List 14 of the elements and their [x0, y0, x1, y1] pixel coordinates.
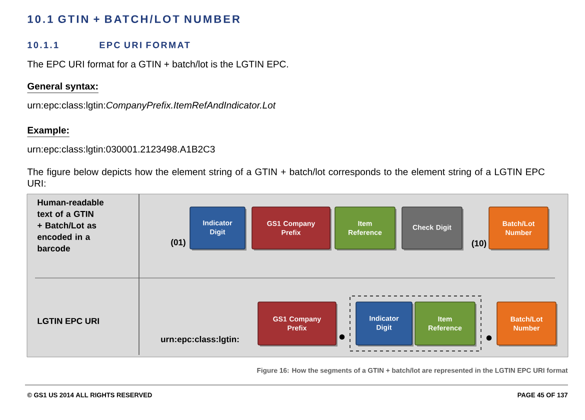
section-heading: 10.1 GTIN + BATCH/LOT NUMBER [28, 14, 240, 24]
example-text: urn:epc:class:lgtin:030001.2123498.A1B2C3 [28, 146, 215, 154]
body-text: The figure below depicts how the element string of a GTIN + batch/lot corresponds to the element string of a LGTIN EPC URI: [27, 168, 545, 187]
dashed-group-box [350, 296, 482, 352]
uri-prefix: urn:epc:class:lgtin: [161, 336, 239, 344]
subsection-number: 10.1.1 [28, 42, 58, 48]
subheading: General syntax: [27, 82, 99, 94]
subsection-heading: EPC URI FORMAT [100, 42, 190, 48]
syntax-text: urn:epc:class:lgtin:CompanyPrefix.ItemRefAndIndicator.Lot [28, 102, 276, 110]
row-header: LGTIN EPC URI [38, 318, 99, 324]
body-text: The EPC URI format for a GTIN + batch/lot is the LGTIN EPC. [27, 60, 288, 68]
row-header: Human-readable text of a GTIN + Batch/Lot as encoded in a barcode [37, 199, 104, 252]
code-label: (10) [472, 240, 486, 248]
subheading: Example: [27, 126, 70, 138]
